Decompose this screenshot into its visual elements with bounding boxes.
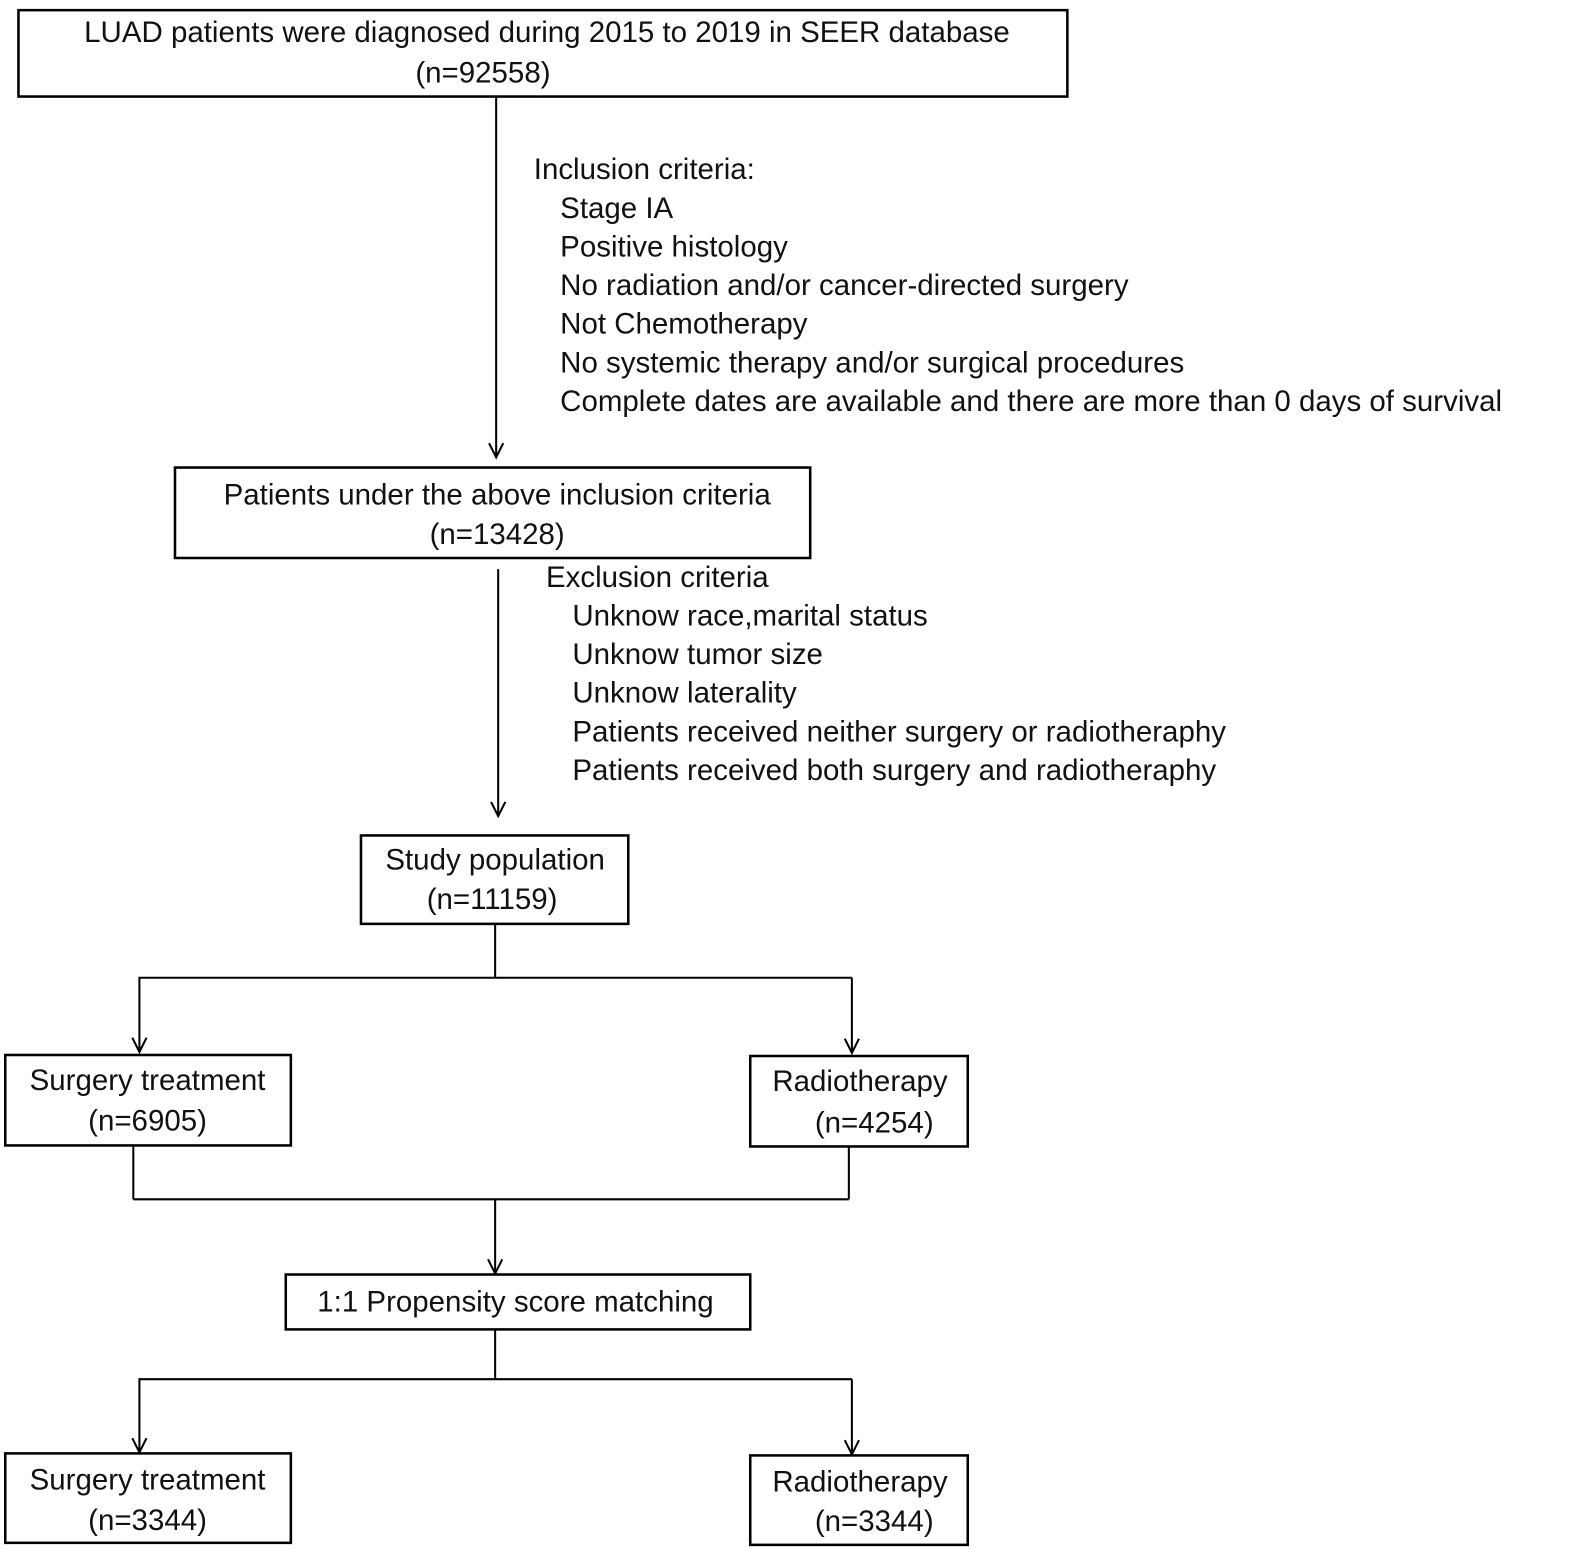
inclusion-item: Not Chemotherapy <box>560 308 808 341</box>
surgery-matched-box: Surgery treatment (n=3344) <box>3 1452 293 1545</box>
arrowhead-icon <box>490 801 507 819</box>
surgery-box: Surgery treatment (n=6905) <box>3 1053 293 1147</box>
exclusion-item: Unknow tumor size <box>572 638 823 671</box>
included-box: Patients under the above inclusion crite… <box>173 466 812 560</box>
source-box-title: LUAD patients were diagnosed during 2015… <box>84 16 1010 49</box>
exclusion-item: Patients received both surgery and radio… <box>572 754 1216 787</box>
radiotherapy-box-count: (n=4254) <box>815 1107 934 1140</box>
arrowhead-icon <box>488 442 505 460</box>
included-box-title: Patients under the above inclusion crite… <box>224 478 772 511</box>
radiotherapy-box: Radiotherapy (n=4254) <box>748 1054 970 1148</box>
psm-box: 1:1 Propensity score matching <box>284 1273 752 1331</box>
inclusion-header: Inclusion criteria: <box>534 153 755 186</box>
surgery-box-count: (n=6905) <box>88 1105 207 1138</box>
inclusion-item: No radiation and/or cancer-directed surg… <box>560 269 1129 302</box>
included-box-count: (n=13428) <box>430 518 565 551</box>
radiotherapy-matched-title: Radiotherapy <box>772 1465 948 1498</box>
radiotherapy-matched-box: Radiotherapy (n=3344) <box>748 1454 970 1547</box>
surgery-matched-title: Surgery treatment <box>30 1463 266 1496</box>
radiotherapy-matched-count: (n=3344) <box>815 1505 934 1538</box>
source-box: LUAD patients were diagnosed during 2015… <box>17 8 1069 98</box>
inclusion-criteria: Inclusion criteria: Stage IA Positive hi… <box>534 153 1502 418</box>
inclusion-item: Positive histology <box>560 230 788 263</box>
inclusion-item: Complete dates are available and there a… <box>560 385 1502 418</box>
exclusion-item: Unknow laterality <box>572 677 797 710</box>
arrowhead-icon <box>131 1037 148 1055</box>
arrowhead-icon <box>843 1038 860 1056</box>
inclusion-item: Stage IA <box>560 192 673 225</box>
exclusion-item: Unknow race,marital status <box>572 599 927 632</box>
inclusion-item: No systemic therapy and/or surgical proc… <box>560 346 1184 379</box>
surgery-box-title: Surgery treatment <box>30 1064 266 1097</box>
connectors <box>131 97 860 1457</box>
source-box-count: (n=92558) <box>415 57 550 90</box>
study-population-box: Study population (n=11159) <box>359 834 630 926</box>
exclusion-criteria: Exclusion criteria Unknow race,marital s… <box>546 561 1226 787</box>
surgery-matched-count: (n=3344) <box>88 1504 207 1537</box>
study-box-title: Study population <box>385 843 605 876</box>
exclusion-item: Patients received neither surgery or rad… <box>572 715 1226 748</box>
radiotherapy-box-title: Radiotherapy <box>772 1065 948 1098</box>
psm-box-title: 1:1 Propensity score matching <box>317 1285 713 1318</box>
study-box-count: (n=11159) <box>427 883 558 916</box>
exclusion-header: Exclusion criteria <box>546 561 769 594</box>
